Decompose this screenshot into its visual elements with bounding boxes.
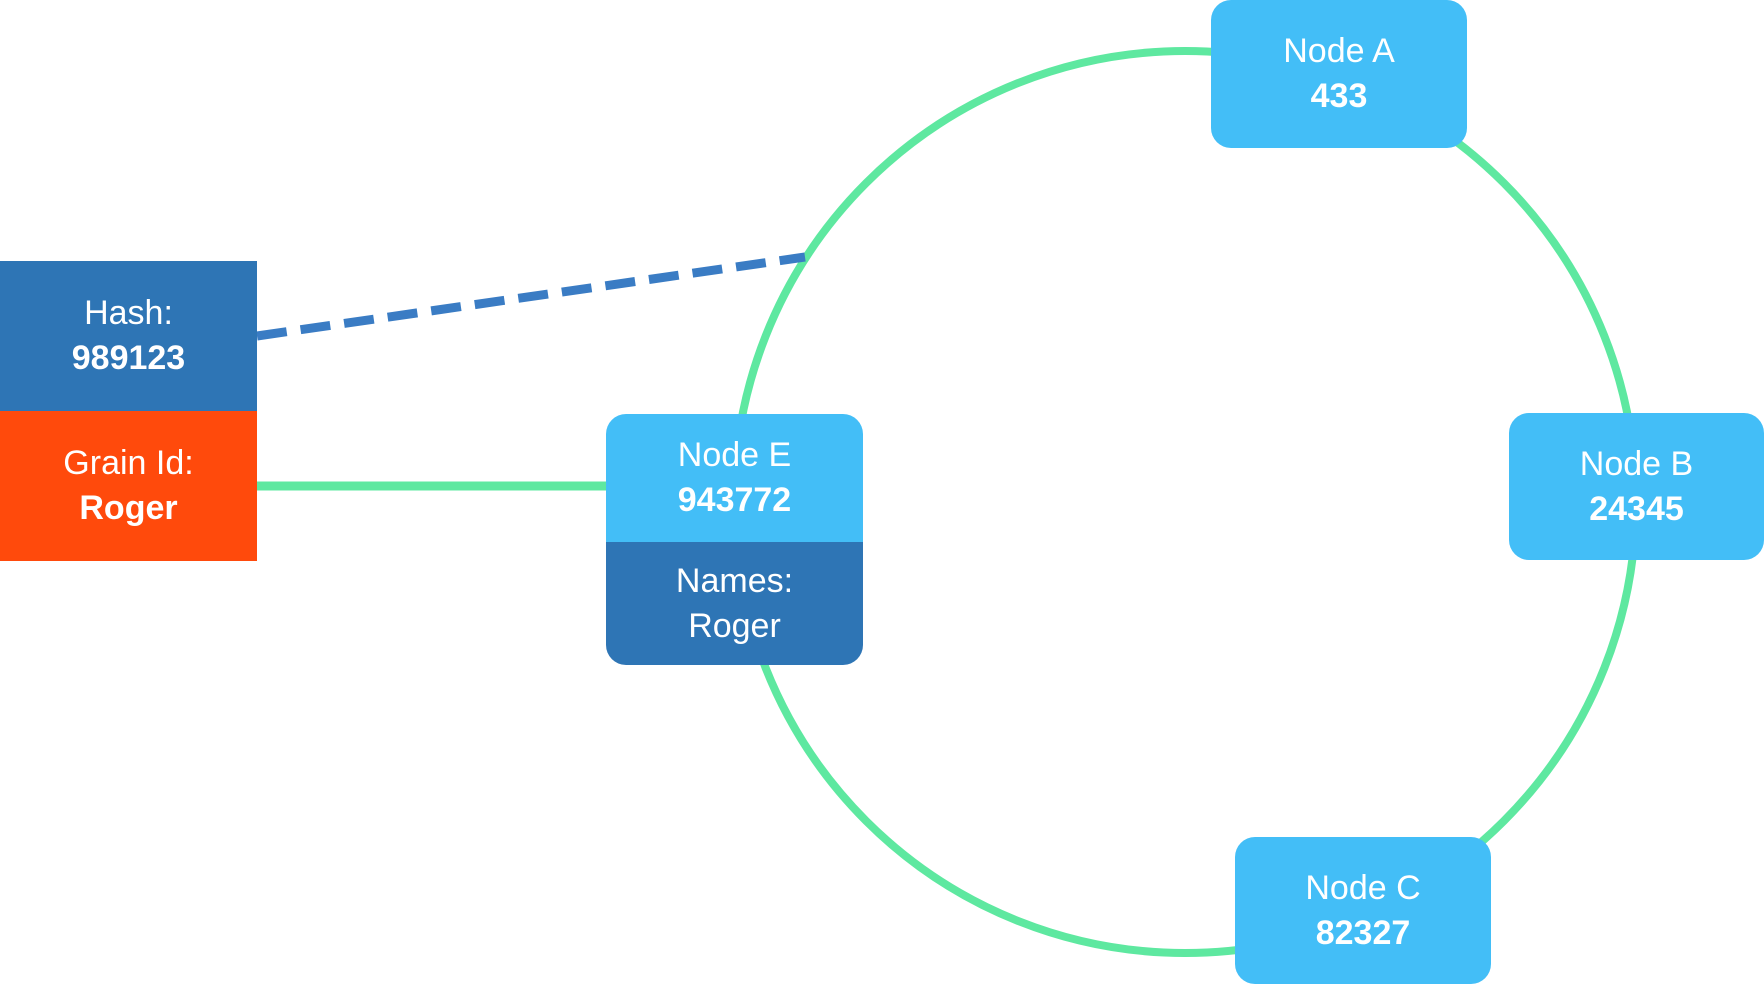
grain-hash-panel: Hash: 989123 xyxy=(0,261,257,411)
hash-value: 989123 xyxy=(71,339,186,377)
node-e-hash: 943772 xyxy=(677,481,792,519)
node-a-name: Node A xyxy=(1283,32,1395,70)
grain-id-value: Roger xyxy=(79,489,178,527)
node-e-name: Node E xyxy=(677,436,792,474)
node-b-hash: 24345 xyxy=(1589,489,1684,528)
node-e[interactable]: Node E 943772 Names: Roger xyxy=(606,414,863,665)
grain-id-label: Grain Id: xyxy=(63,444,194,482)
hash-ring xyxy=(730,47,1640,957)
node-b[interactable]: Node B 24345 xyxy=(1509,413,1764,560)
node-e-header: Node E 943772 xyxy=(606,414,863,542)
node-c[interactable]: Node C 82327 xyxy=(1235,837,1491,984)
node-a[interactable]: Node A 433 xyxy=(1211,0,1467,148)
hash-to-ring-dashed-link xyxy=(256,252,806,341)
hash-label: Hash: xyxy=(84,294,173,332)
node-e-names-value: Roger xyxy=(688,606,781,645)
node-b-name: Node B xyxy=(1579,444,1694,483)
grain-key-box: Hash: 989123 Grain Id: Roger xyxy=(0,261,257,561)
node-c-name: Node C xyxy=(1305,868,1421,907)
grain-id-panel: Grain Id: Roger xyxy=(0,411,257,561)
node-e-names-panel: Names: Roger xyxy=(606,542,863,665)
node-c-hash: 82327 xyxy=(1315,913,1411,952)
node-a-hash: 433 xyxy=(1310,77,1368,115)
node-e-names-label: Names: xyxy=(675,561,794,600)
